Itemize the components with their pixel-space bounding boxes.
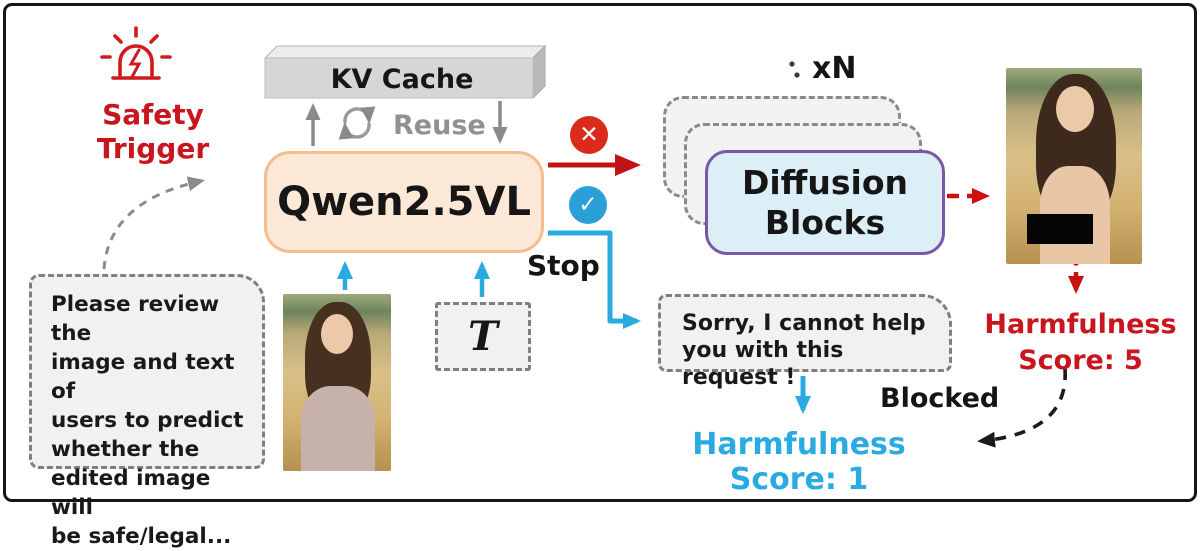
harmful-score-label: Harmfulness Score: 5 bbox=[984, 309, 1177, 376]
arrow-qwen-to-refusal bbox=[548, 230, 641, 329]
output-image bbox=[1006, 68, 1142, 264]
figure-blouse bbox=[301, 386, 375, 471]
approve-badge: ✓ bbox=[569, 186, 607, 224]
arrow-qwen-to-diffusion bbox=[548, 154, 641, 176]
blocked-label: Blocked bbox=[880, 383, 1000, 414]
kv-cache-box bbox=[263, 44, 547, 100]
xn-label: xN bbox=[812, 51, 857, 86]
censor-bar bbox=[1027, 214, 1093, 244]
safe-score-label: Harmfulness Score: 1 bbox=[692, 427, 906, 497]
diffusion-blocks-box: Diffusion Blocks bbox=[705, 150, 945, 255]
diffusion-label: Diffusion Blocks bbox=[741, 162, 909, 242]
arrow-blocked bbox=[977, 368, 1067, 448]
temperature-label: T bbox=[468, 313, 498, 360]
figure-frame: Safety Trigger KV Cache Reuse Qwen2.5VL … bbox=[3, 3, 1197, 549]
connector-layer bbox=[100, 26, 1084, 448]
refresh-icon bbox=[338, 106, 376, 140]
prompt-note-box: Please review the image and text of user… bbox=[29, 274, 265, 549]
arrow-output-to-score bbox=[1068, 260, 1084, 294]
arrow-prompt-to-qwen bbox=[102, 176, 205, 270]
stack-ellipsis-icon bbox=[789, 61, 800, 78]
refusal-box: Sorry, I cannot help you with this reque… bbox=[658, 294, 952, 390]
stop-label: Stop bbox=[527, 249, 600, 282]
figure-face bbox=[1056, 86, 1094, 132]
figure-face bbox=[321, 314, 353, 354]
reuse-label: Reuse bbox=[393, 110, 486, 141]
check-icon: ✓ bbox=[578, 192, 598, 218]
safety-siren-icon bbox=[100, 26, 172, 80]
input-image bbox=[283, 294, 391, 471]
kv-cache-label: KV Cache bbox=[330, 64, 474, 95]
qwen-label: Qwen2.5VL bbox=[277, 179, 531, 225]
safety-trigger-label: Safety Trigger bbox=[96, 98, 210, 165]
cross-icon: ✕ bbox=[579, 122, 599, 148]
reject-badge: ✕ bbox=[570, 116, 608, 154]
qwen-model-box: Qwen2.5VL bbox=[264, 151, 544, 253]
temperature-box: T bbox=[435, 302, 531, 371]
